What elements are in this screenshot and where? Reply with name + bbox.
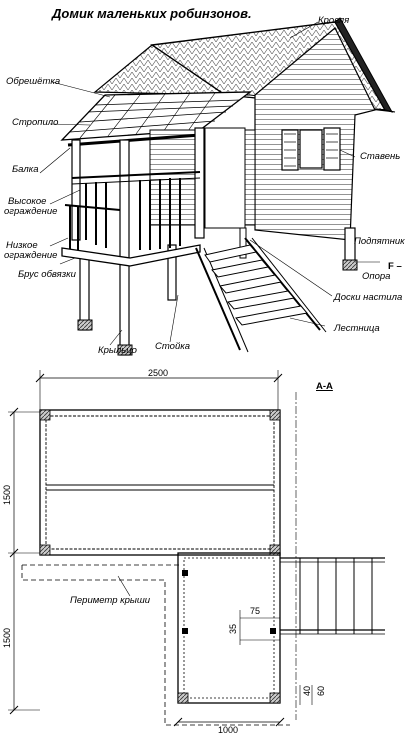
label-low-fence-2: ограждение [4, 250, 58, 261]
label-rafter: Стропило [12, 117, 59, 128]
beam [67, 133, 201, 147]
label-roof-perimeter: Периметр крыши [70, 595, 151, 606]
label-low-fence-1: Низкое [6, 240, 38, 251]
label-strapping: Брус обвязки [18, 269, 76, 280]
label-post: Стойка [155, 341, 191, 352]
label-stairs: Лестница [334, 323, 380, 334]
label-support: Опора [362, 271, 391, 282]
dim-width-total: 2500 [148, 368, 169, 378]
label-high-fence-2: ограждение [4, 206, 58, 217]
label-sub-beam: Подпятник [354, 236, 405, 247]
floor-plan [8, 370, 385, 727]
high-fence [71, 171, 201, 250]
stairs [195, 237, 327, 353]
label-lathing: Обрешётка [6, 76, 61, 87]
label-beam: Балка [12, 164, 39, 175]
dim-40: 40 [302, 685, 312, 696]
dim-60: 60 [316, 685, 326, 696]
label-porch: Крыльцо [98, 345, 137, 356]
label-shutter: Ставень [360, 151, 401, 162]
dim-35: 35 [228, 623, 238, 634]
porch-posts [71, 127, 356, 356]
dim-height-upper: 1500 [2, 484, 12, 505]
diagram-title: Домик маленьких робинзонов. [52, 6, 252, 21]
dim-height-lower: 1500 [2, 627, 12, 648]
shutter [281, 127, 341, 171]
dim-porch-width: 1000 [218, 725, 239, 735]
low-fence [61, 204, 201, 267]
dim-75: 75 [250, 606, 261, 616]
label-section-aa: А-А [316, 381, 333, 392]
label-roof: Кровля [318, 15, 350, 26]
label-floor-boards: Доски настила [334, 292, 403, 303]
doorway [204, 127, 246, 229]
label-high-fence-1: Высокое [8, 196, 47, 207]
label-section-mark: F – [388, 261, 402, 272]
